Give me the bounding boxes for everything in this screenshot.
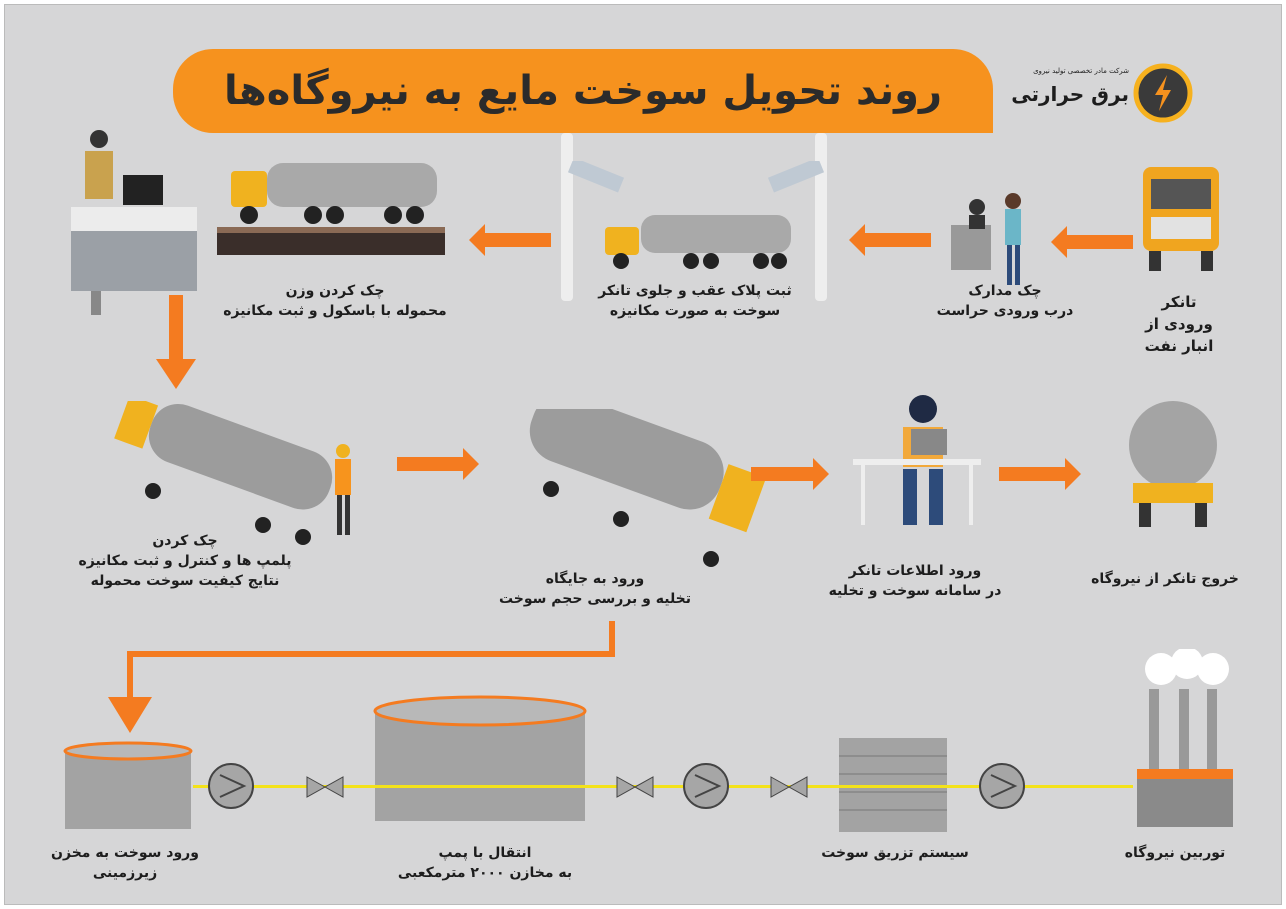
tanker-inspection-icon <box>114 401 351 545</box>
tanker-truck-icon <box>605 215 791 269</box>
connector-line <box>127 651 615 657</box>
flow-arrow <box>469 224 551 256</box>
pump-icon <box>979 763 1025 809</box>
flow-arrow <box>751 458 829 490</box>
flow-arrow <box>849 224 931 256</box>
security-check-icon <box>951 193 1021 285</box>
underground-tank-icon <box>63 741 193 829</box>
flow-arrow <box>1051 226 1133 258</box>
connector-line <box>609 621 615 657</box>
camera-pole <box>815 133 827 301</box>
valve-icon <box>306 776 344 798</box>
step-turbine-label: توربین نیروگاه <box>1124 845 1226 861</box>
flow-arrow-down <box>169 295 183 361</box>
tanker-front-icon <box>1143 167 1219 271</box>
step-injection-label: سیستم تزریق سوخت <box>821 845 969 861</box>
arrow-head-icon <box>108 697 152 733</box>
operator-laptop-icon <box>853 395 981 525</box>
step-exit-label: خروج تانکر از نیروگاه <box>1091 571 1239 587</box>
operator-desk-icon <box>71 130 197 315</box>
weighbridge-truck-icon <box>217 163 445 255</box>
page-title: روند تحویل سوخت مایع به نیروگاه‌ها <box>223 68 943 114</box>
title-banner: روند تحویل سوخت مایع به نیروگاه‌ها <box>173 49 993 133</box>
storage-tank-icon <box>373 695 587 821</box>
pump-icon <box>208 763 254 809</box>
logo-subtitle: شرکت مادر تخصصی تولید نیروی <box>1033 67 1129 75</box>
tanker-unloading-icon <box>529 409 767 567</box>
fuel-pipeline <box>193 785 1133 788</box>
valve-icon <box>616 776 654 798</box>
tanker-rear-icon <box>1129 401 1217 527</box>
flow-arrow <box>397 448 479 480</box>
flow-arrow <box>999 458 1081 490</box>
connector-line <box>127 651 133 699</box>
camera-icon <box>767 161 825 193</box>
power-plant-turbine-icon <box>1137 649 1233 827</box>
pump-icon <box>683 763 729 809</box>
camera-icon <box>567 161 625 193</box>
valve-icon <box>770 776 808 798</box>
camera-pole <box>561 133 573 301</box>
logo: شرکت مادر تخصصی تولید نیروی برق حرارتی <box>1011 61 1195 125</box>
lightning-logo-icon <box>1133 63 1193 123</box>
logo-name: برق حرارتی <box>1011 82 1129 106</box>
infographic: روند تحویل سوخت مایع به نیروگاه‌ها شرکت … <box>4 4 1282 905</box>
arrow-head-icon <box>156 359 196 389</box>
